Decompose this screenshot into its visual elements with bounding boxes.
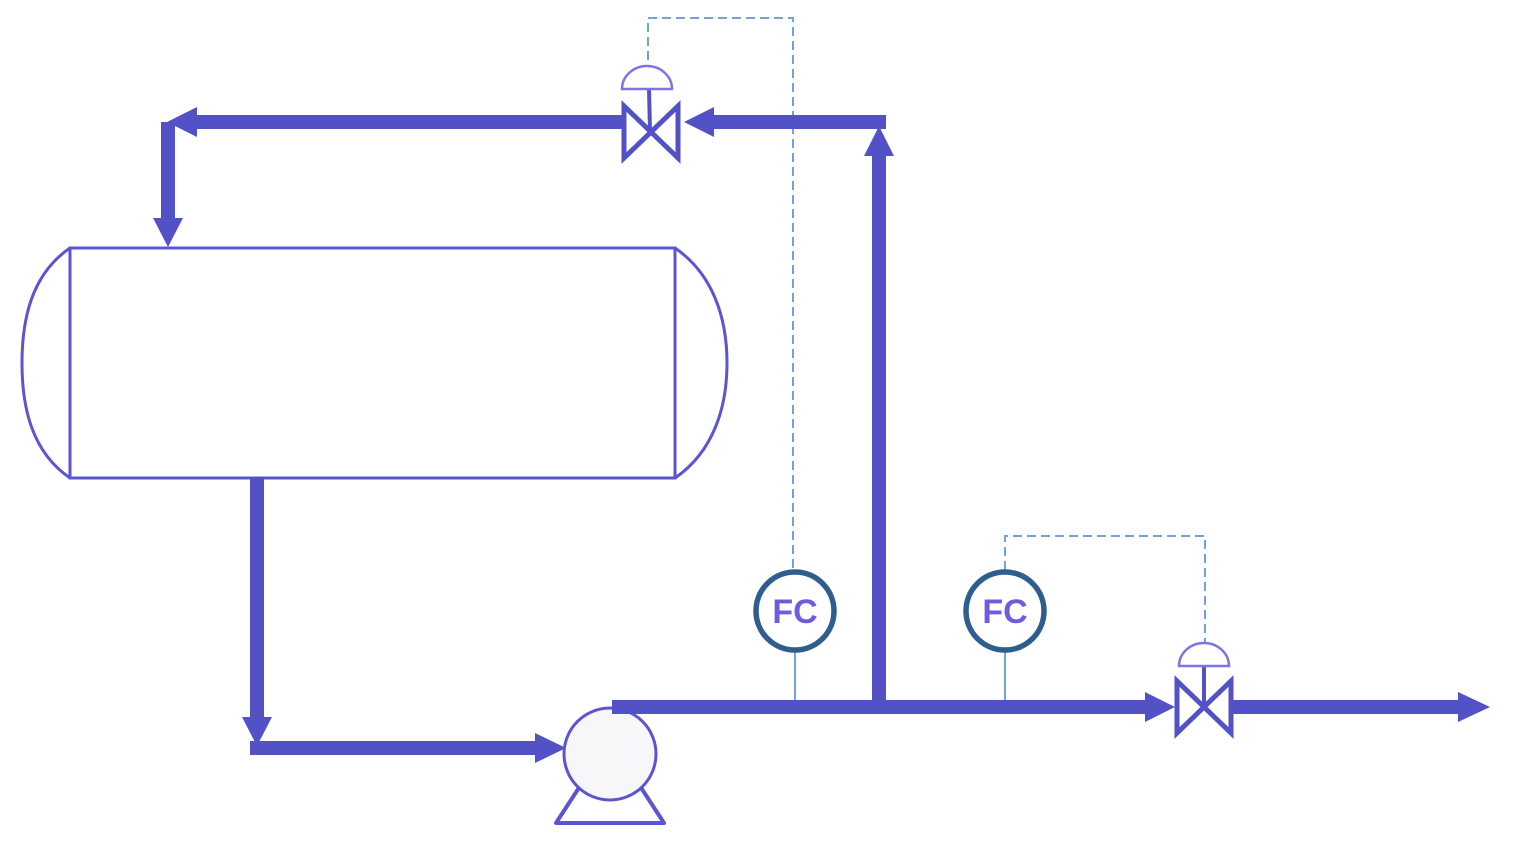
arrow-to-corner — [167, 107, 197, 137]
flow-controller-recycle: FC — [753, 569, 837, 653]
vessel-right-head — [674, 246, 729, 480]
valve-body-right — [647, 100, 681, 164]
valve-body-left — [621, 100, 655, 164]
instrument-bubble — [963, 569, 1047, 653]
valve-actuator-dome — [620, 64, 674, 91]
arrow-into-pump — [535, 733, 566, 763]
control-valve-recycle — [620, 64, 681, 164]
arrow-up-riser — [864, 126, 894, 156]
signal-line-fc-to-recycle-valve — [647, 17, 794, 571]
vessel-shell — [68, 246, 677, 480]
arrow-into-outlet-valve — [1145, 692, 1175, 722]
instrument-tag: FC — [772, 593, 817, 631]
flow-controller-outlet: FC — [963, 569, 1047, 653]
instrument-bubble — [753, 569, 837, 653]
process-piping — [153, 107, 1490, 763]
valve-stem — [647, 87, 652, 133]
arrow-down-vessel-outlet — [242, 717, 272, 746]
valve-body-right — [1200, 675, 1234, 739]
vessel-left-head — [20, 246, 71, 480]
horizontal-vessel — [20, 246, 729, 480]
valve-body-left — [1174, 675, 1208, 739]
valve-actuator-dome — [1177, 641, 1231, 668]
control-valve-outlet — [1174, 641, 1234, 739]
pump-body — [562, 706, 658, 802]
centrifugal-pump — [554, 706, 666, 825]
arrow-product-out — [1458, 692, 1490, 722]
signal-line-fc-to-outlet-valve — [1004, 535, 1206, 642]
instrument-tag: FC — [982, 593, 1027, 631]
arrow-into-vessel — [153, 218, 183, 247]
arrow-into-recycle-valve — [684, 107, 714, 137]
